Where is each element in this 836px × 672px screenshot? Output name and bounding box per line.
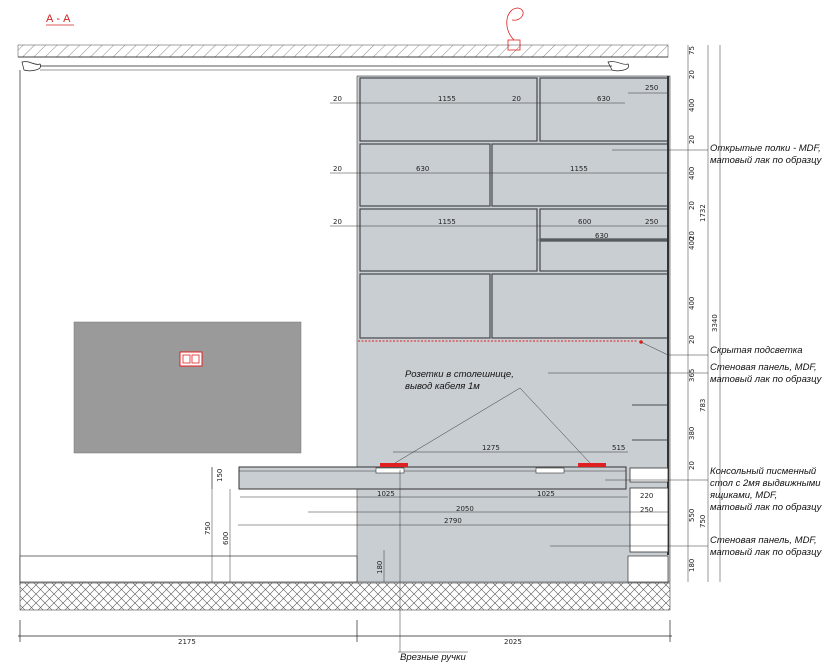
right-dim-labels: 75 20 400 20 400 20 20 400 400 20 365 38…: [688, 46, 719, 572]
dim-label: 20: [333, 165, 342, 173]
socket-marker: [380, 463, 408, 467]
dim-label: 250: [640, 506, 653, 514]
shelf-box: [491, 143, 669, 207]
dim-label: 600: [222, 532, 230, 545]
right-niche: [629, 467, 669, 483]
dim-label: 400: [688, 297, 696, 310]
dim-label: 20: [688, 135, 696, 144]
note-desk: матовый лак по образцу: [710, 502, 823, 513]
dim-label: 1275: [482, 444, 500, 452]
dim-label: 1155: [570, 165, 588, 173]
dim-label: 550: [688, 509, 696, 522]
dim-label: 630: [595, 232, 608, 240]
shelf-box: [539, 77, 669, 142]
shelf-box: [539, 208, 669, 240]
shelf-box: [359, 208, 538, 272]
desk-handle: [375, 467, 405, 474]
tv-socket-icon: [182, 354, 191, 364]
dim-label: 150: [216, 469, 224, 482]
note-sockets: вывод кабеля 1м: [405, 381, 480, 392]
dim-label: 180: [688, 559, 696, 572]
dim-label: 1025: [377, 490, 395, 498]
dim-label: 400: [688, 167, 696, 180]
dim-label: 2175: [178, 638, 196, 646]
dim-label: 20: [688, 461, 696, 470]
shelf-box: [491, 273, 669, 339]
dim-label: 2050: [456, 505, 474, 513]
dim-label: 2790: [444, 517, 462, 525]
tv-screen: [73, 321, 302, 454]
dim-label: 750: [204, 522, 212, 535]
note-wall-panel-top: Стеновая панель, MDF,: [710, 362, 817, 373]
dim-label: 783: [699, 399, 707, 412]
dim-label: 20: [688, 335, 696, 344]
dim-label: 515: [612, 444, 625, 452]
note-wall-panel-top: матовый лак по образцу: [710, 374, 823, 385]
open-shelves: [359, 77, 669, 339]
dim-label: 3340: [711, 314, 719, 332]
right-niche: [629, 487, 669, 553]
baseboard-right: [627, 555, 669, 583]
note-wall-panel-bottom: Стеновая панель, MDF,: [710, 535, 817, 546]
socket-marker: [578, 463, 606, 467]
dim-label: 20: [333, 218, 342, 226]
note-desk: Консольный писменный: [710, 466, 817, 477]
leader-line: [394, 387, 591, 464]
tv-socket-icon: [191, 354, 200, 364]
dim-label: 2025: [504, 638, 522, 646]
shelf-box: [539, 240, 669, 272]
section-title: А - А: [46, 13, 71, 25]
baseboard: [19, 555, 358, 583]
note-desk: ящиками, MDF,: [709, 490, 777, 501]
dim-label: 365: [688, 369, 696, 382]
cornice-right: [607, 61, 630, 72]
tv-socket-icon: [179, 351, 203, 367]
note-open-shelves: Открытые полки - MDF,: [710, 143, 821, 154]
dim-label: 220: [640, 492, 653, 500]
cornice-left: [21, 61, 42, 72]
desk-handle: [535, 467, 565, 474]
dim-label: 250: [645, 218, 658, 226]
dim-label: 20: [688, 70, 696, 79]
ceiling-slab: [17, 44, 669, 58]
dim-label: 400: [688, 99, 696, 112]
dim-label: 20: [688, 231, 696, 240]
dim-label: 75: [688, 46, 696, 55]
note-handles: Врезные ручки: [400, 652, 466, 663]
dim-label: 20: [512, 95, 521, 103]
dim-label: 380: [688, 427, 696, 440]
dim-label: 750: [699, 515, 707, 528]
dim-label: 1155: [438, 95, 456, 103]
shelf-box: [359, 77, 538, 142]
leader-line: [640, 341, 708, 356]
shelf-box: [359, 143, 491, 207]
note-desk: стол с 2мя выдвижными: [710, 478, 821, 489]
note-open-shelves: матовый лак по образцу: [710, 155, 823, 166]
note-hidden-light: Скрытая подсветка: [710, 345, 803, 356]
shelf-box: [359, 273, 491, 339]
floor: [19, 582, 671, 611]
dim-label: 180: [376, 561, 384, 574]
ceiling-socket-icon: [507, 39, 521, 51]
dim-label: 1155: [438, 218, 456, 226]
dim-label: 630: [416, 165, 429, 173]
dim-label: 250: [645, 84, 658, 92]
dim-label: 630: [597, 95, 610, 103]
dim-label: 1025: [537, 490, 555, 498]
note-sockets: Розетки в столешнице,: [405, 369, 514, 380]
dim-label: 1732: [699, 204, 707, 222]
note-wall-panel-bottom: матовый лак по образцу: [710, 547, 823, 558]
dim-label: 600: [578, 218, 591, 226]
dim-label: 20: [688, 201, 696, 210]
console-desk: [238, 466, 627, 490]
ceiling-device-icon: [506, 7, 524, 41]
dim-label: 400: [688, 237, 696, 250]
dim-label: 20: [333, 95, 342, 103]
